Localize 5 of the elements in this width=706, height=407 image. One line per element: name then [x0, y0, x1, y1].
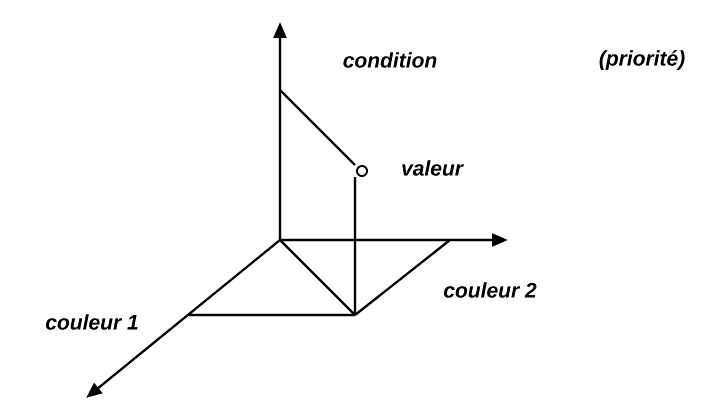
- axis-label: condition: [343, 52, 436, 68]
- axis-label: couleur 2: [444, 282, 536, 298]
- axis-label: valeur: [402, 160, 464, 176]
- axis-label: (priorité): [600, 50, 685, 70]
- axis-label: couleur 1: [46, 314, 138, 330]
